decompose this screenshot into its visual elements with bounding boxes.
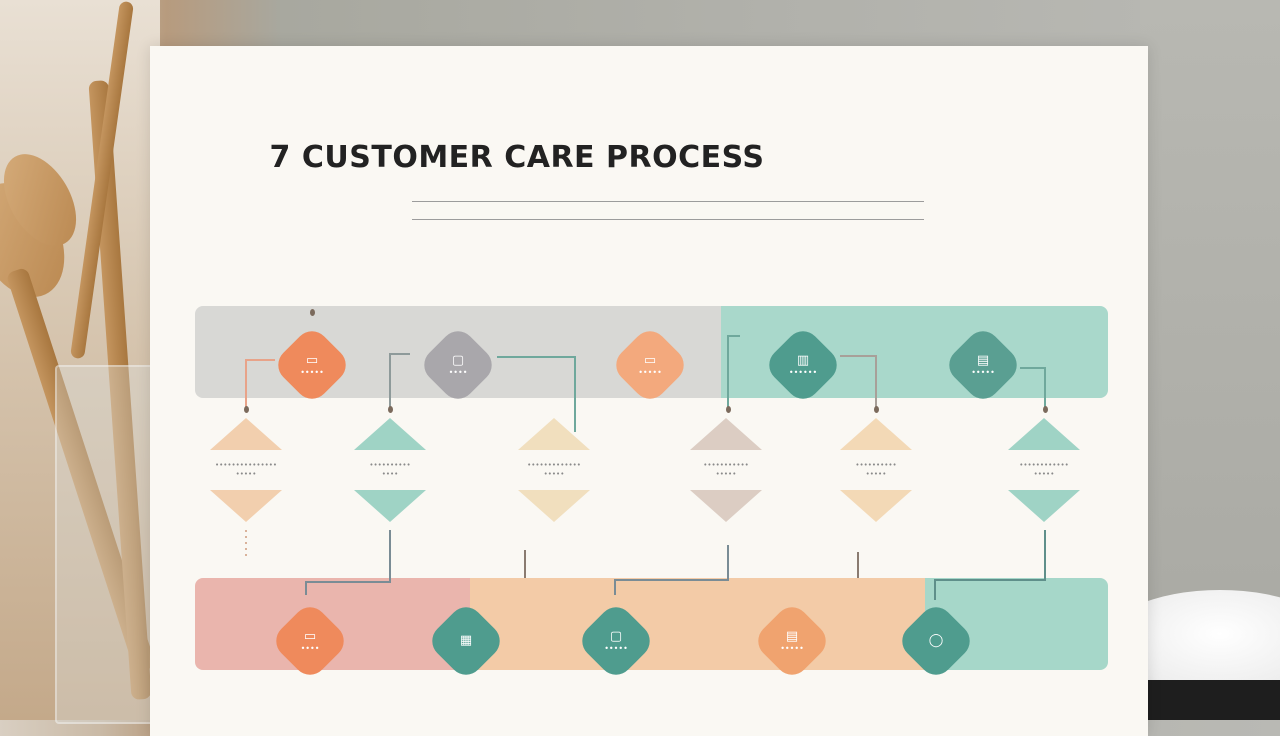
step-text: ••••• (543, 470, 565, 478)
connector-line (934, 530, 1046, 600)
title-rule (412, 201, 924, 202)
connector-pin (310, 309, 315, 316)
node-label: •••• (448, 367, 468, 377)
chart-icon: ▥ (796, 352, 810, 368)
step-text: ••••••••••••••• (215, 461, 277, 469)
step-text: •••••••••••• (1019, 461, 1069, 469)
connector-pin (244, 406, 249, 413)
connector-lines (245, 335, 1046, 600)
document-icon: ▤ (785, 628, 799, 644)
connector-line (614, 545, 729, 595)
step-diamond-2[interactable]: •••••••••••••• (350, 418, 430, 522)
node-label: •••• (300, 643, 320, 653)
node-label: ••••• (638, 367, 662, 377)
step-text: ••••• (715, 470, 737, 478)
node-label: •••••• (788, 367, 818, 377)
top-node-2[interactable]: ▢•••• (417, 324, 499, 406)
bottom-node-5[interactable]: ◯ (895, 600, 977, 682)
step-text: ••••• (1033, 470, 1055, 478)
connector-pin (1043, 406, 1048, 413)
top-node-1[interactable]: ▭••••• (271, 324, 353, 406)
bottom-node-2[interactable]: ▦ (425, 600, 507, 682)
connector-line (727, 335, 740, 410)
bottom-node-3[interactable]: ▢••••• (575, 600, 657, 682)
node-label: ••••• (604, 643, 628, 653)
glass-jar (55, 365, 154, 724)
connector-pin (874, 406, 879, 413)
table-edge (1140, 680, 1280, 720)
step-diamond-6[interactable]: ••••••••••••••••• (1004, 418, 1084, 522)
step-diamond-1[interactable]: •••••••••••••••••••• (206, 418, 286, 522)
connector-line (1020, 367, 1046, 410)
step-text: ••••••••••••• (527, 461, 581, 469)
connector-pin (388, 406, 393, 413)
bottom-node-1[interactable]: ▭•••• (269, 600, 351, 682)
step-diamond-3[interactable]: •••••••••••••••••• (514, 418, 594, 522)
step-text: ••••• (865, 470, 887, 478)
node-label: ••••• (780, 643, 804, 653)
chat-icon: ▢ (451, 352, 465, 368)
card-icon: ▭ (643, 352, 657, 368)
top-node-4[interactable]: ▥•••••• (762, 324, 844, 406)
card-icon: ▭ (303, 628, 317, 644)
connector-line (840, 355, 877, 410)
connector-line (305, 530, 391, 595)
top-node-3[interactable]: ▭••••• (609, 324, 691, 406)
connector-pin (726, 406, 731, 413)
bottom-node-4[interactable]: ▤••••• (751, 600, 833, 682)
step-diamond-5[interactable]: ••••••••••••••• (836, 418, 916, 522)
title-rule (412, 219, 924, 220)
document-icon: ▤ (976, 352, 990, 368)
step-text: •••••••••• (369, 461, 411, 469)
node-label: ••••• (971, 367, 995, 377)
connector-line (245, 359, 275, 410)
document-icon: ▢ (609, 628, 623, 644)
node-label: ••••• (300, 367, 324, 377)
step-diamond-4[interactable]: •••••••••••••••• (686, 418, 766, 522)
connector-line (497, 356, 576, 432)
top-node-5[interactable]: ▤••••• (942, 324, 1024, 406)
connector-line (389, 353, 410, 410)
step-text: ••••••••••• (703, 461, 749, 469)
calendar-icon: ▦ (459, 633, 473, 648)
card-icon: ▭ (305, 352, 319, 368)
bottom-band-peach (470, 578, 930, 670)
step-text: •••••••••• (855, 461, 897, 469)
step-text: ••••• (235, 470, 257, 478)
chat-icon: ◯ (928, 633, 944, 648)
page-title: 7 CUSTOMER CARE PROCESS (269, 140, 765, 175)
step-text: •••• (381, 470, 399, 478)
